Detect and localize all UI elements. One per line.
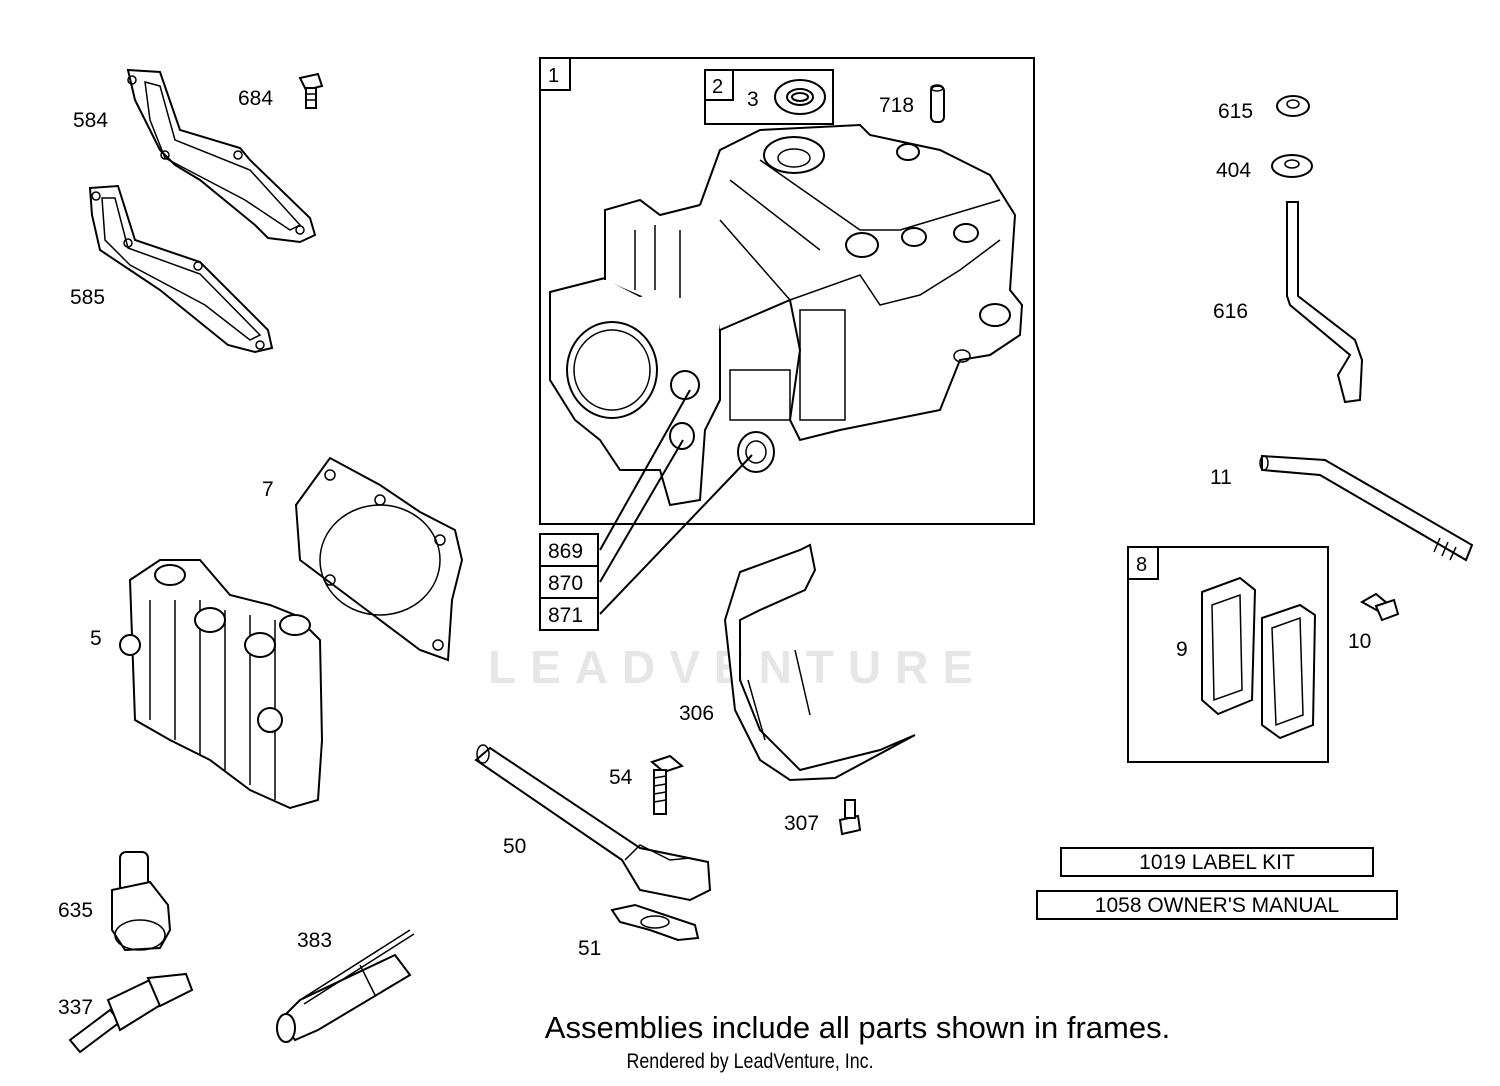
bolt-54-part <box>649 754 685 815</box>
callout-615: 615 <box>1218 100 1253 123</box>
frame-2-tag <box>704 69 734 101</box>
callout-584: 584 <box>73 109 108 132</box>
callout-8: 8 <box>1136 554 1147 576</box>
tool-383-part <box>276 929 415 1043</box>
callout-2: 2 <box>712 76 723 98</box>
frame-1 <box>539 57 1035 525</box>
air-guide-306-part <box>723 543 916 782</box>
breather-cover-part <box>1261 603 1317 740</box>
screw-684-part <box>298 72 324 109</box>
intake-pipe-50-part <box>474 744 712 902</box>
frame-1-tag <box>539 57 571 91</box>
callout-51: 51 <box>578 937 601 960</box>
washer-404-part <box>1271 154 1313 178</box>
spark-plug-337-part <box>68 972 194 1054</box>
leader-lines <box>599 389 753 615</box>
callout-869: 869 <box>548 540 583 563</box>
callout-7: 7 <box>262 478 274 501</box>
callout-404: 404 <box>1216 159 1251 182</box>
callout-635: 635 <box>58 899 93 922</box>
owners-manual-note: 1058 OWNER'S MANUAL <box>1036 890 1398 920</box>
callout-871: 871 <box>548 604 583 627</box>
callout-718: 718 <box>879 94 914 117</box>
callout-337: 337 <box>58 996 93 1019</box>
screw-307-part <box>838 799 862 836</box>
governor-shaft-616-part <box>1286 201 1364 404</box>
rendered-by-credit: Rendered by LeadVenture, Inc. <box>626 1050 874 1073</box>
callout-307: 307 <box>784 812 819 835</box>
cylinder-block-part <box>549 123 1024 507</box>
callout-9: 9 <box>1176 638 1188 661</box>
gasket-585-part <box>88 184 274 354</box>
head-gasket-part <box>294 456 464 662</box>
callout-616: 616 <box>1213 300 1248 323</box>
box-870 <box>539 565 599 599</box>
callout-870: 870 <box>548 572 583 595</box>
callout-1: 1 <box>548 65 559 87</box>
callout-11: 11 <box>1210 466 1232 489</box>
gasket-584-part <box>126 68 317 244</box>
box-871 <box>539 597 599 631</box>
frame-8-tag <box>1127 546 1159 580</box>
callout-383: 383 <box>297 929 332 952</box>
dowel-pin-part <box>930 84 945 123</box>
label-kit-note: 1019 LABEL KIT <box>1060 847 1374 877</box>
spark-plug-boot-635-part <box>111 851 172 952</box>
screw-10-part <box>1359 592 1400 622</box>
nut-615-part <box>1276 95 1310 117</box>
callout-10: 10 <box>1348 630 1371 653</box>
callout-585: 585 <box>70 286 105 309</box>
frame-8 <box>1127 546 1329 763</box>
assemblies-note: Assemblies include all parts shown in fr… <box>544 1010 1171 1045</box>
oil-seal-part <box>774 79 826 115</box>
gasket-51-part <box>610 903 700 942</box>
callout-50: 50 <box>503 835 526 858</box>
callout-3: 3 <box>747 88 759 111</box>
cylinder-head-part <box>119 559 324 810</box>
breather-gasket-part <box>1201 576 1257 716</box>
shaft-11-part <box>1259 454 1474 562</box>
callout-684: 684 <box>238 87 273 110</box>
callout-5: 5 <box>90 627 102 650</box>
callout-54: 54 <box>609 766 633 789</box>
callout-306: 306 <box>679 702 714 725</box>
